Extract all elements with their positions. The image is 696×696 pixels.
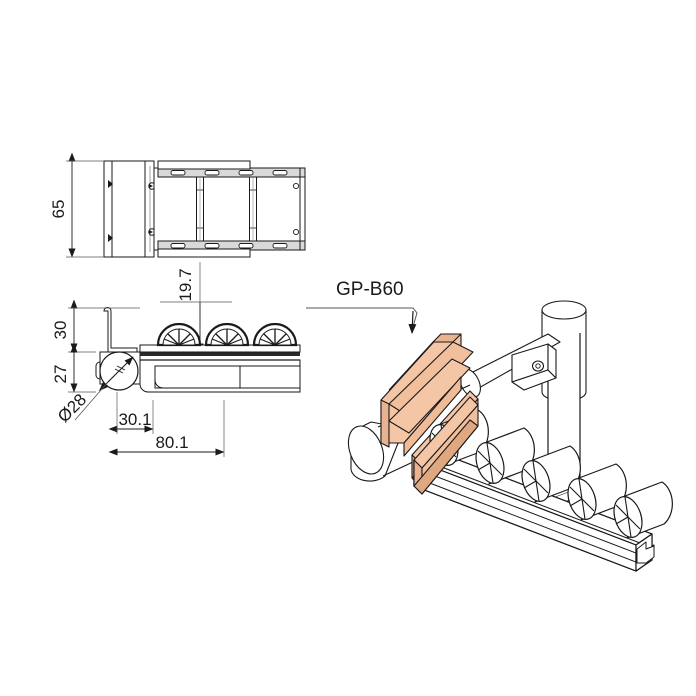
iso-rail-front-lip — [413, 459, 655, 572]
top-view-cross-rib — [196, 176, 204, 242]
dimension-label-65: 65 — [49, 200, 68, 219]
part-label-arrow — [408, 310, 417, 334]
side-view — [95, 307, 301, 393]
dimension-height-65: 65 — [49, 152, 104, 258]
dimension-label-27: 27 — [51, 365, 70, 384]
iso-roller — [613, 481, 673, 539]
top-view — [103, 160, 306, 258]
top-view-bracket-body — [111, 160, 155, 258]
dimension-height-27: 27 — [51, 343, 96, 393]
top-view-cross-rib — [249, 176, 257, 242]
iso-clamp-bracket — [511, 343, 557, 391]
dimension-width-80-1: 80.1 — [108, 400, 225, 457]
top-view-end-flange — [103, 160, 113, 258]
side-view-roller — [204, 322, 250, 347]
side-view-roller — [252, 322, 298, 347]
top-view-rail-body — [153, 167, 306, 251]
part-label-group: GP-B60 — [306, 279, 418, 334]
dimension-width-30-1: 30.1 — [108, 392, 154, 434]
side-view-roller — [156, 322, 202, 347]
part-label-text: GP-B60 — [336, 279, 404, 300]
dimension-label-30: 30 — [51, 321, 70, 340]
iso-roller-spokes — [477, 442, 503, 484]
dimension-label-19-7: 19.7 — [176, 268, 195, 301]
isometric-view — [347, 300, 673, 572]
top-view-axle-slots-lower — [170, 243, 288, 249]
dimension-label-30-1: 30.1 — [118, 410, 151, 429]
side-view-top-band — [140, 352, 300, 356]
iso-gp-b60-skirt-front — [413, 396, 479, 495]
top-view-cover-plate-upper — [157, 160, 251, 170]
iso-roller-spokes — [569, 478, 595, 520]
top-view-axle-slots-upper — [170, 170, 288, 176]
iso-roller-spokes — [615, 496, 641, 538]
part-label-leader-line — [306, 307, 418, 331]
side-view-end-cap — [154, 365, 241, 389]
top-view-cover-plate-lower — [157, 248, 251, 258]
iso-roller-spokes — [523, 460, 549, 502]
dimension-label-80-1: 80.1 — [155, 433, 188, 452]
